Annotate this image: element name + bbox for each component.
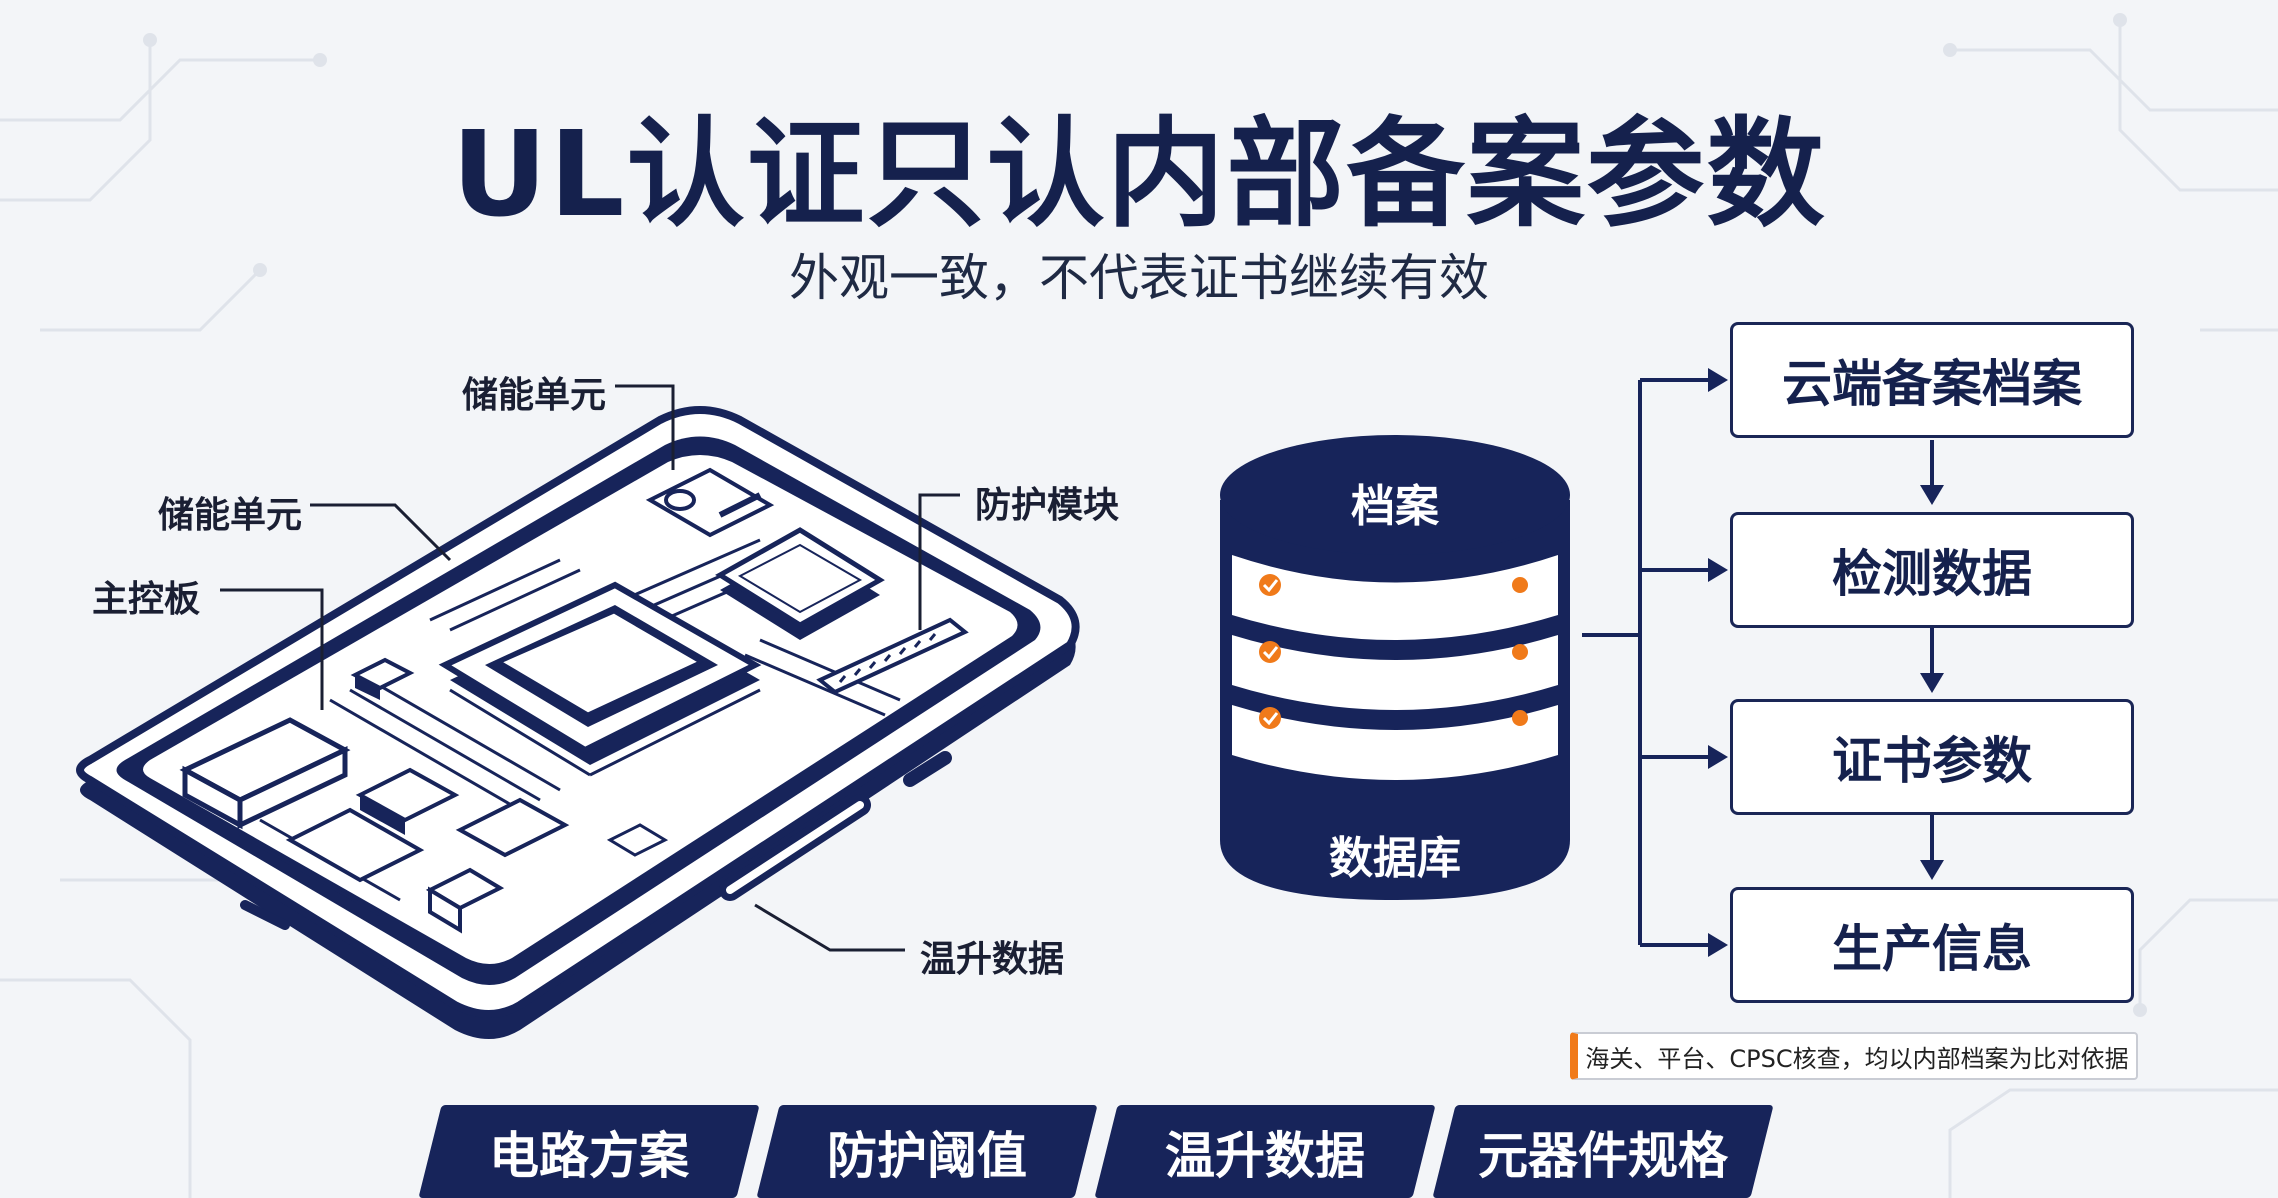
page-title: UL认证只认内部备案参数 xyxy=(451,105,1827,243)
banner-label: 元器件规格 xyxy=(1478,1126,1728,1185)
status-light-icon xyxy=(1259,641,1281,663)
callout-main-board: 主控板 xyxy=(92,579,201,620)
status-light-icon xyxy=(1259,707,1281,729)
banner-circuit-scheme: 电路方案 xyxy=(430,1105,748,1198)
page-subtitle: 外观一致，不代表证书继续有效 xyxy=(789,249,1489,307)
banner-label: 防护阈值 xyxy=(827,1126,1027,1185)
callout-temperature-data: 温升数据 xyxy=(920,939,1065,980)
status-light-icon xyxy=(1512,577,1528,593)
callout-protection-module: 防护模块 xyxy=(975,485,1120,526)
main-chip xyxy=(438,581,762,777)
protection-chip xyxy=(715,527,885,640)
database-top-label: 档案 xyxy=(1351,481,1439,532)
status-light-icon xyxy=(1512,644,1528,660)
banner-label: 温升数据 xyxy=(1165,1126,1365,1185)
database-disk-3 xyxy=(1232,705,1558,780)
flow-step-test-data: 检测数据 xyxy=(1730,512,2134,628)
flow-step-label: 生产信息 xyxy=(1832,920,2032,978)
verification-note: 海关、平台、CPSC核查，均以内部档案为比对依据 xyxy=(1570,1032,2138,1080)
banner-label: 电路方案 xyxy=(489,1126,689,1185)
flow-step-label: 云端备案档案 xyxy=(1782,355,2082,413)
database-disk-2 xyxy=(1232,635,1558,710)
flow-step-certificate-params: 证书参数 xyxy=(1730,699,2134,815)
storage-component-left xyxy=(179,717,351,830)
database-disk-1 xyxy=(1232,555,1558,640)
banner-temperature-data: 温升数据 xyxy=(1106,1105,1424,1198)
banner-component-specs: 元器件规格 xyxy=(1444,1105,1762,1198)
flow-step-production-info: 生产信息 xyxy=(1730,887,2134,1003)
banner-protection-threshold: 防护阈值 xyxy=(768,1105,1086,1198)
database-bottom-label: 数据库 xyxy=(1329,833,1461,884)
callout-storage-unit-top: 储能单元 xyxy=(462,375,607,416)
flow-step-label: 证书参数 xyxy=(1832,732,2032,790)
callout-storage-unit-left: 储能单元 xyxy=(158,495,303,536)
status-light-icon xyxy=(1259,574,1281,596)
storage-component-top xyxy=(645,467,775,538)
flow-step-cloud-archive: 云端备案档案 xyxy=(1730,322,2134,438)
flow-step-label: 检测数据 xyxy=(1832,545,2032,603)
status-light-icon xyxy=(1512,710,1528,726)
